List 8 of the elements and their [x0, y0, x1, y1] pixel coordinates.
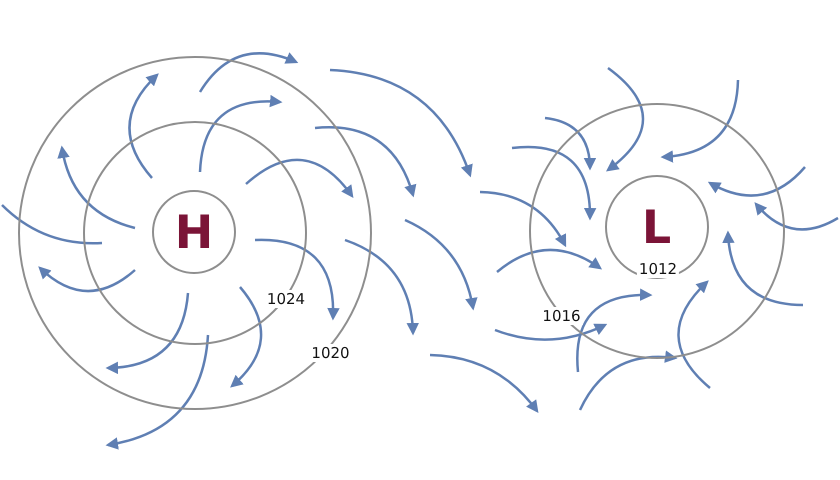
- pressure-letter: H: [174, 209, 214, 255]
- isobar-value: 1012: [636, 260, 680, 278]
- pressure-center-circle: [152, 190, 236, 274]
- pressure-letter: L: [642, 204, 672, 250]
- isobar-circle: [529, 103, 785, 359]
- pressure-center-circle: [604, 174, 708, 278]
- isobar-circle: [18, 56, 372, 410]
- isobar-circle: [82, 120, 306, 344]
